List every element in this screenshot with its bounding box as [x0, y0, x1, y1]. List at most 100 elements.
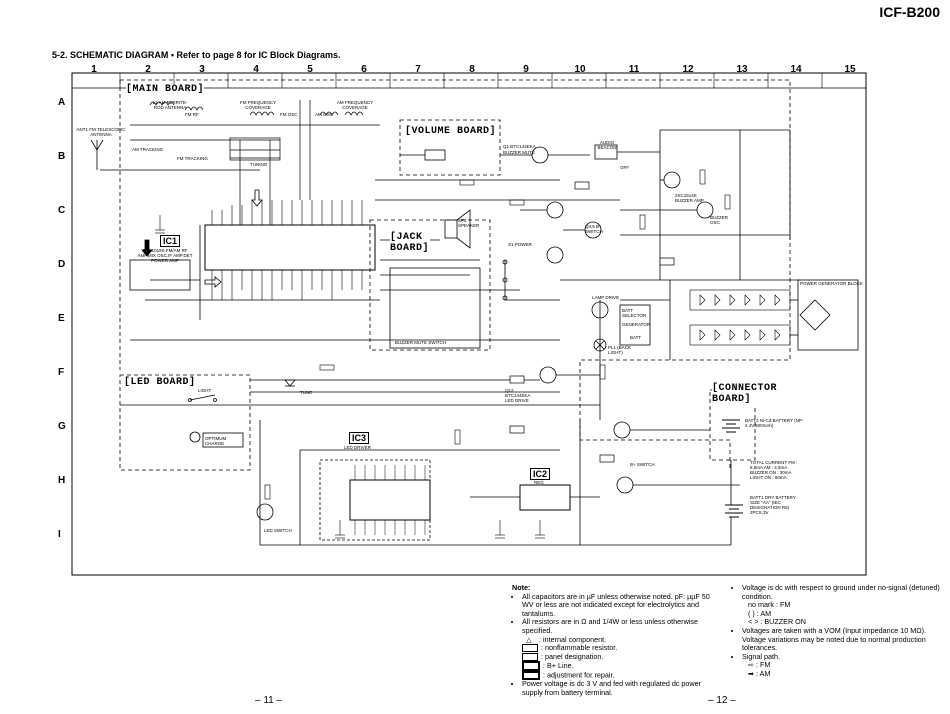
notes-title: Note: — [512, 583, 531, 592]
col-label: 9 — [523, 64, 529, 75]
page-number-right: – 12 – — [708, 695, 736, 706]
note-item: All resistors are in Ω and 1/4W or less … — [522, 618, 722, 635]
note-item-symbol: ⇨ : FM — [742, 661, 942, 670]
batt2-label: BATT2 Ni-Cd BATTERY (NP-2.4V,500mAh) — [745, 418, 804, 428]
col-label: 4 — [253, 64, 259, 75]
note-text: : FM — [756, 660, 771, 670]
am-arrow-icon: ➡ — [748, 668, 757, 678]
note-text: : adjustment for repair. — [543, 670, 615, 680]
row-label: I — [58, 529, 61, 540]
note-text: : B+ Line. — [543, 661, 574, 671]
generator-label: GENERATOR — [622, 322, 651, 327]
note-item: Voltages are taken with a VOM (Input imp… — [742, 626, 942, 653]
note-item: no mark : FM — [748, 600, 791, 610]
am-osc-label: AM OSC — [315, 112, 333, 117]
note-item-symbol: : adjustment for repair. — [522, 670, 722, 681]
row-label: A — [58, 97, 66, 108]
row-label: G — [58, 421, 66, 432]
model-name: ICF-B200 — [879, 4, 940, 20]
total-current-label: TOTAL CURRENT FM : 6.8mA AM : 4.5mA BUZZ… — [750, 460, 798, 480]
col-label: 8 — [469, 64, 475, 75]
col-label: 14 — [790, 64, 802, 75]
fm-osc-label: FM OSC — [280, 112, 298, 117]
led-drive-label: Q12 BTC144EKA LED DRIVE — [505, 388, 531, 403]
audio-beacon-label: AUDIO BEACON — [597, 140, 617, 150]
volume-board-label: [VOLUME BOARD] — [405, 126, 497, 137]
ic3-description: LED DRIVER — [344, 445, 372, 450]
ic1-label: IC1 — [160, 235, 181, 247]
note-item-symbol: : B+ Line. — [522, 661, 722, 672]
row-label: F — [58, 367, 65, 378]
note-text: : nonflammable resistor. — [541, 643, 618, 653]
led-switch-label: LED SWITCH — [264, 528, 292, 533]
power-switch-label: S1 POWER — [508, 242, 532, 247]
row-label: D — [58, 259, 66, 270]
col-label: 3 — [199, 64, 205, 75]
off-label: OFF — [620, 165, 629, 170]
am-tracking-label: AM TRACKING — [132, 147, 164, 152]
ic3-label: IC3 — [349, 432, 370, 444]
col-label: 6 — [361, 64, 367, 75]
col-label: 13 — [736, 64, 748, 75]
note-item: Power voltage is dc 3 V and fed with reg… — [522, 679, 722, 697]
fm-rf-label: FM RF — [185, 112, 199, 117]
col-label: 11 — [628, 64, 640, 75]
note-item: Voltage is dc with respect to ground und… — [742, 583, 942, 601]
page-number-left: – 11 – — [255, 695, 283, 706]
note-item-symbol: : panel designation. — [522, 651, 722, 662]
note-item-symbol: : nonflammable resistor. — [522, 643, 722, 653]
note-item: Signal path. — [742, 652, 942, 662]
col-label: 2 — [145, 64, 151, 75]
row-label: H — [58, 475, 66, 486]
ic2-description: REG — [534, 480, 544, 485]
col-label: 5 — [307, 64, 313, 75]
optimum-charge-label: OPTIMUM CHARGE — [205, 436, 227, 446]
tuning-label: TUNING — [250, 162, 268, 167]
row-label: C — [58, 205, 66, 216]
antenna-label: ANT1 FM TELESCOPIC ANTENNA — [76, 127, 126, 137]
am-frequency-label: AM FREQUENCY COVERAGE — [336, 100, 374, 110]
back-light-label: PL1 (BACK LIGHT) — [608, 345, 632, 355]
note-item: < > : BUZZER ON — [748, 617, 806, 627]
b-switch-label: Q3,5 B+ SWITCH — [585, 224, 603, 234]
main-board-label: [MAIN BOARD] — [126, 84, 205, 95]
notes-list-right: Voltage is dc with respect to ground und… — [732, 583, 942, 679]
fm-arrow-icon: ⇨ — [748, 660, 757, 670]
lamp-drive-label: LAMP DRIVE — [592, 295, 620, 300]
q7-label: B+ SWITCH — [630, 462, 655, 467]
tune-label: TUNE — [300, 390, 313, 395]
connector-board-label: [CONNECTOR BOARD] — [712, 383, 782, 405]
speaker-label: SP1 SPEAKER — [458, 218, 480, 228]
light-label: LIGHT — [198, 388, 212, 393]
note-item: ( ) : AM — [748, 608, 772, 618]
buzzer-mute-switch-label: BUZZER MUTE SWITCH — [395, 340, 446, 345]
col-label: 1 — [91, 64, 97, 75]
note-item-symbol: ➡ : AM — [742, 668, 942, 679]
buzzer-osc-label: BUZZER OSC — [710, 215, 728, 225]
col-label: 12 — [682, 64, 694, 75]
l1-label: L1 AM FERRITE-ROD ANTENNA — [152, 100, 188, 110]
notes-right: Voltage is dc with respect to ground und… — [732, 583, 942, 679]
buzzer-amp-label: 2SC1514K BUZZER AMP — [675, 193, 704, 203]
col-label: 7 — [415, 64, 421, 75]
note-item: All capacitors are in µF unless otherwis… — [522, 592, 722, 619]
note-text: : panel designation. — [541, 651, 604, 661]
ic2-label: IC2 — [530, 468, 551, 480]
note-text: : internal component. — [539, 634, 607, 644]
q1-label: Q1 BTC144EKA — [503, 144, 536, 149]
notes-left: Note: All capacitors are in µF unless ot… — [512, 583, 722, 698]
section-title: 5-2. SCHEMATIC DIAGRAM • Refer to page 8… — [52, 50, 341, 60]
batt1-label: BATT1 DRY BATTERY SIZE "AA" (IEC DESIGNA… — [750, 495, 796, 515]
note-text: : AM — [756, 668, 771, 678]
row-label: E — [58, 313, 65, 324]
notes-list-left: All capacitors are in µF unless otherwis… — [512, 592, 722, 698]
batt-selector-label: BATT SELECTOR — [622, 308, 647, 318]
led-board-label: [LED BOARD] — [124, 377, 196, 388]
fm-tracking-label: FM TRACKING — [177, 156, 208, 161]
fm-frequency-label: FM FREQUENCY COVERAGE — [240, 100, 276, 110]
ic1-description: CXA1019S FM/AM RF AMP,MIX OSC,IF AMP,DET… — [137, 248, 193, 263]
col-label: 15 — [844, 64, 856, 75]
jack-board-label: [JACK BOARD] — [390, 232, 430, 254]
note-item-symbol: △: internal component. — [526, 634, 607, 644]
